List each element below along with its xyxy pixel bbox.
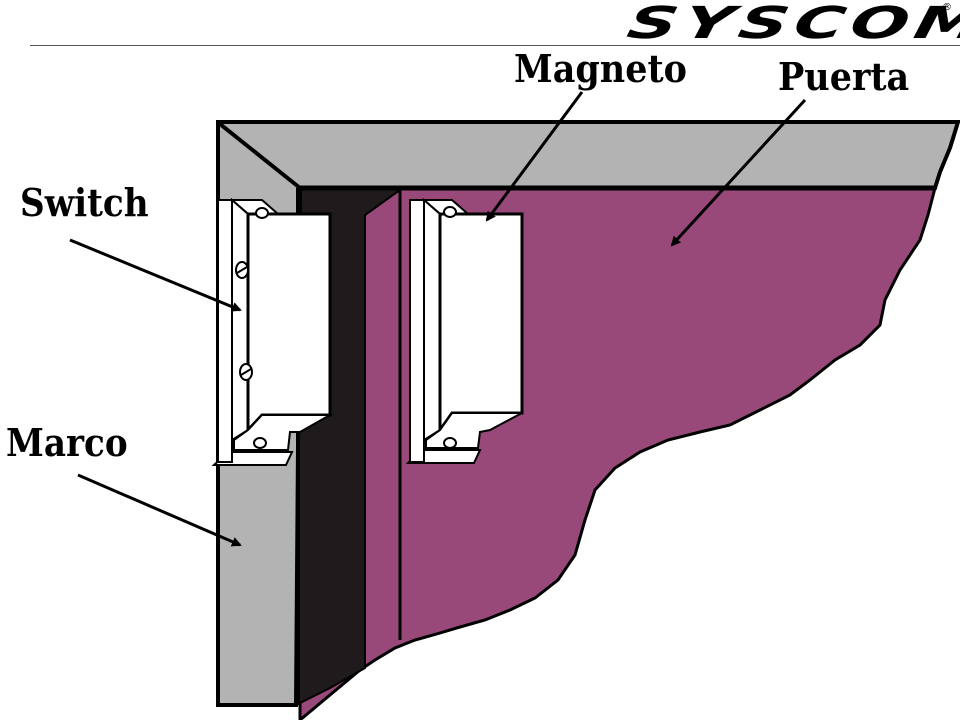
header-rule xyxy=(30,45,960,46)
puerta-label: Puerta xyxy=(778,54,910,99)
switch-sensor xyxy=(211,197,334,466)
registered-mark: ® xyxy=(942,2,952,13)
screw-icon xyxy=(255,207,269,219)
marco-arrow xyxy=(77,473,242,547)
screw-icon xyxy=(443,437,457,449)
switch-label: Switch xyxy=(20,180,149,225)
marco-label: Marco xyxy=(6,420,128,465)
syscom-logo: SYSCOM ® xyxy=(623,0,960,49)
magneto-arrow xyxy=(485,91,584,222)
puerta-arrow xyxy=(670,98,807,247)
switch-arrow xyxy=(69,238,242,312)
magnet-sensor xyxy=(405,197,524,464)
magneto-label: Magneto xyxy=(514,46,687,91)
screw-icon xyxy=(253,437,267,449)
screw-icon xyxy=(443,206,457,218)
door-panel xyxy=(298,186,937,720)
frame-miter-line xyxy=(218,122,302,190)
